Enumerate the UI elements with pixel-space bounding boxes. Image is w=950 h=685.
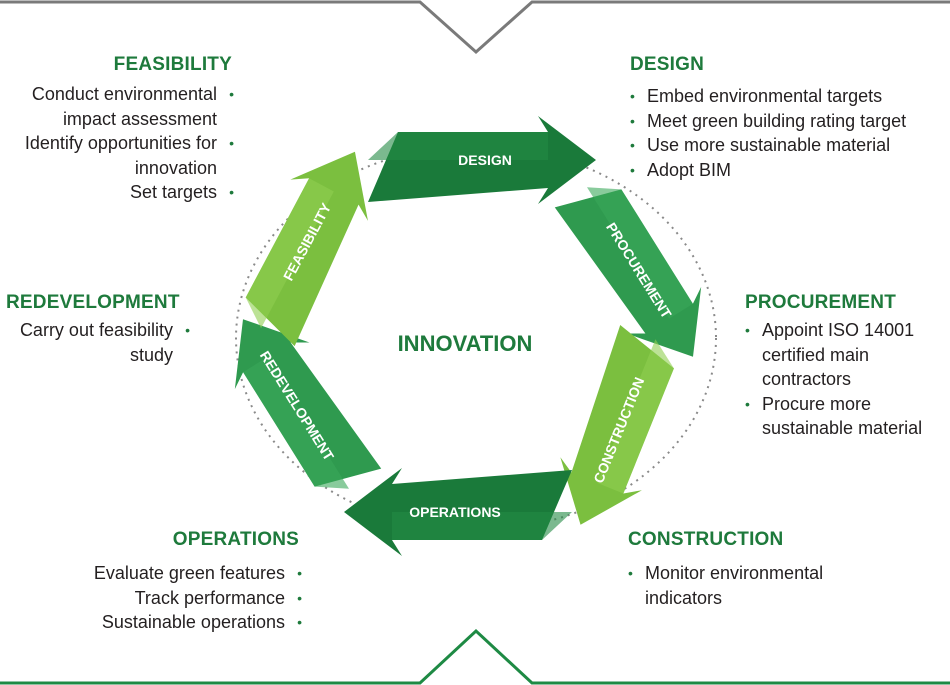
construction-heading: CONSTRUCTION [628, 529, 784, 550]
bullet-icon: • [229, 135, 234, 151]
cycle-ring [235, 145, 717, 531]
procurement-heading: PROCUREMENT [745, 292, 897, 313]
bullet-icon: • [297, 589, 302, 606]
design-item: •Adopt BIM [630, 158, 948, 183]
top-rule [0, 0, 950, 55]
operations-item: Track performance• [42, 586, 302, 611]
construction-arrow: CONSTRUCTION [560, 325, 674, 525]
feasibility-list: Conduct environmental impact assessment•… [0, 82, 234, 205]
procurement-item: •Appoint ISO 14001 certified main contra… [745, 320, 915, 389]
procurement-item: •Procure more sustainable material [745, 393, 923, 439]
operations-heading: OPERATIONS [172, 529, 299, 550]
redevelopment-item: Carry out feasibility study• [19, 320, 190, 365]
bullet-icon: • [229, 184, 234, 200]
operations-item: Sustainable operations• [42, 610, 302, 635]
operations-arrow-label: OPERATIONS [409, 504, 501, 520]
bullet-icon: • [630, 161, 635, 178]
center-label: INNOVATION [398, 331, 533, 356]
design-heading: DESIGN [630, 54, 705, 75]
feasibility-item: Conduct environmental impact assessment• [31, 84, 234, 129]
bottom-rule [0, 628, 950, 685]
bullet-icon: • [745, 395, 750, 412]
redevelopment-heading: REDEVELOPMENT [6, 292, 180, 313]
operations-arrow: OPERATIONS [344, 468, 572, 556]
redevelopment-list: Carry out feasibility study• [5, 318, 190, 367]
construction-list: •Monitor environmental indicators [628, 561, 858, 610]
design-item: •Meet green building rating target [630, 109, 948, 134]
bullet-icon: • [630, 88, 635, 104]
bullet-icon: • [745, 322, 750, 338]
feasibility-item: Identify opportunities for innovation• [24, 133, 234, 178]
bullet-icon: • [297, 565, 302, 581]
procurement-arrow: PROCUREMENT [554, 187, 702, 357]
feasibility-item: Set targets• [0, 180, 234, 205]
construction-item: •Monitor environmental indicators [628, 563, 824, 608]
bullet-icon: • [628, 565, 633, 581]
feasibility-arrow: FEASIBILITY [245, 151, 368, 347]
design-item: •Embed environmental targets [630, 84, 948, 109]
design-list: •Embed environmental targets •Meet green… [630, 84, 948, 182]
design-arrow: DESIGN [368, 116, 596, 204]
procurement-list: •Appoint ISO 14001 certified main contra… [745, 318, 945, 441]
bullet-icon: • [297, 614, 302, 630]
bullet-icon: • [630, 112, 635, 129]
bullet-icon: • [185, 322, 190, 338]
feasibility-heading: FEASIBILITY [113, 54, 232, 75]
bullet-icon: • [229, 86, 234, 102]
design-arrow-label: DESIGN [458, 152, 512, 168]
redevelopment-arrow: REDEVELOPMENT [234, 319, 382, 489]
operations-item: Evaluate green features• [42, 561, 302, 586]
design-item: •Use more sustainable material [630, 133, 948, 158]
operations-list: Evaluate green features• Track performan… [42, 561, 302, 635]
bullet-icon: • [630, 137, 635, 153]
